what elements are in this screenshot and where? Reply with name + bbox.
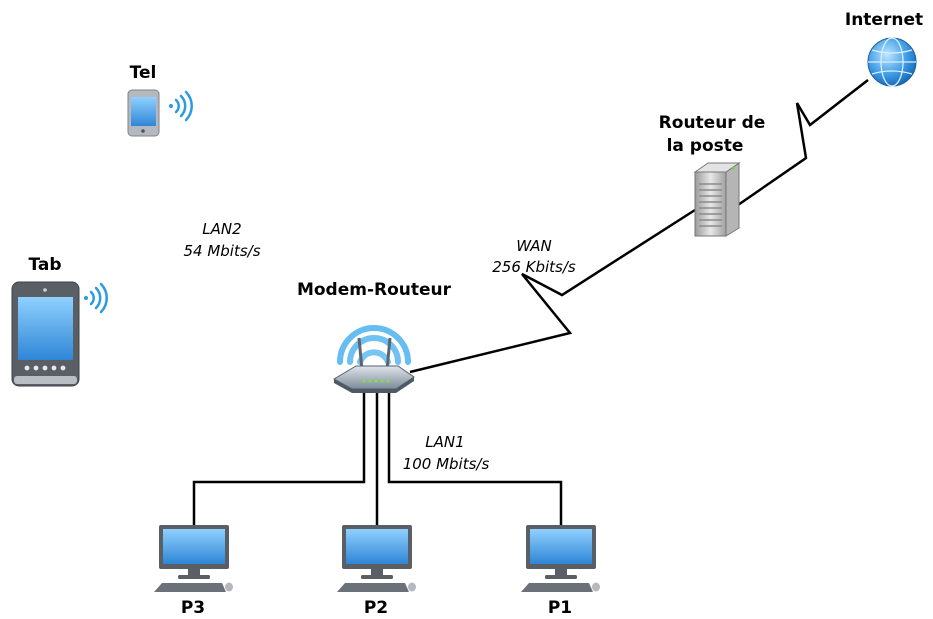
internet-label: Internet <box>845 10 923 30</box>
p2-label: P2 <box>364 598 388 618</box>
modem-label: Modem-Routeur <box>297 280 452 300</box>
tel-label: Tel <box>130 63 157 83</box>
tablet-icon <box>11 281 80 387</box>
internet-link <box>737 79 869 207</box>
lan1-link-p1 <box>387 392 563 528</box>
globe-icon <box>867 37 917 87</box>
tab-label: Tab <box>28 255 61 275</box>
lan1-speed: 100 Mbits/s <box>403 455 490 473</box>
phone-icon <box>127 89 160 137</box>
router-poste-label-line2: la poste <box>667 136 744 156</box>
computer-icon-p3 <box>154 525 233 592</box>
router-icon <box>332 325 415 393</box>
wan-label: WAN <box>516 237 552 255</box>
p3-label: P3 <box>181 598 205 618</box>
wan-link <box>409 208 696 374</box>
wifi-icon <box>84 282 108 314</box>
lan1-link-p3 <box>192 392 366 528</box>
server-icon <box>693 162 741 237</box>
lan1-label: LAN1 <box>425 433 464 451</box>
computer-icon-p1 <box>521 525 600 592</box>
computer-icon-p2 <box>337 525 416 592</box>
wan-speed: 256 Kbits/s <box>492 258 576 276</box>
p1-label: P1 <box>548 598 572 618</box>
wifi-icon <box>169 90 193 122</box>
router-poste-label-line1: Routeur de <box>659 113 766 133</box>
lan2-speed: 54 Mbits/s <box>183 242 260 260</box>
lan2-label: LAN2 <box>202 220 241 238</box>
